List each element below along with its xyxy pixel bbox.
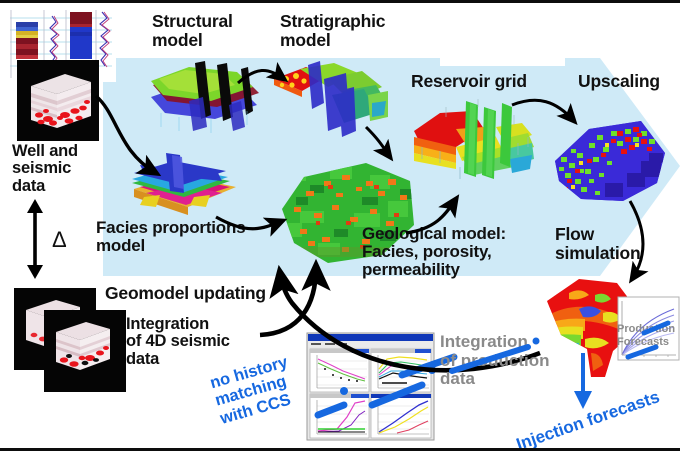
upscaled-model-thumbnail (555, 121, 665, 201)
reservoir-grid-thumbnail (414, 99, 534, 179)
background-band-stripe-left-b (131, 58, 138, 276)
flow-simulation-thumbnail (547, 279, 635, 377)
injection-forecast-arrow (574, 353, 592, 409)
label-flow-simulation: Flow simulation (555, 224, 641, 263)
arrows-layer (94, 61, 649, 373)
annotation-integration-production: Integration of production data (440, 332, 550, 389)
stratigraphic-model-thumbnail (274, 61, 388, 137)
label-structural-model: Structural model (152, 11, 233, 50)
label-geomodel-updating: Geomodel updating (105, 283, 266, 303)
strike-production-charts (314, 353, 458, 419)
label-geological-model: Geological model: Facies, porosity, perm… (362, 224, 506, 280)
seismic-cubes-4d-thumbnail (14, 288, 126, 392)
band-top-white-notch (440, 58, 565, 66)
label-delta-symbol: Δ (52, 227, 67, 252)
strike-production-forecasts (625, 320, 671, 360)
structural-model-thumbnail (151, 61, 259, 133)
label-stratigraphic-model: Stratigraphic model (280, 11, 386, 50)
label-facies-proportions-model: Facies proportions model (96, 218, 246, 256)
seismic-cube-thumbnail (17, 60, 99, 141)
strike-integration-production (449, 337, 540, 374)
label-integration-4d-seismic: Integration of 4D seismic data (126, 315, 230, 368)
delta-double-arrow (27, 199, 43, 279)
geological-model-thumbnail (282, 163, 414, 263)
label-upscaling: Upscaling (578, 71, 660, 91)
label-well-seismic-data: Well and seismic data (12, 142, 78, 195)
label-reservoir-grid: Reservoir grid (411, 71, 527, 91)
